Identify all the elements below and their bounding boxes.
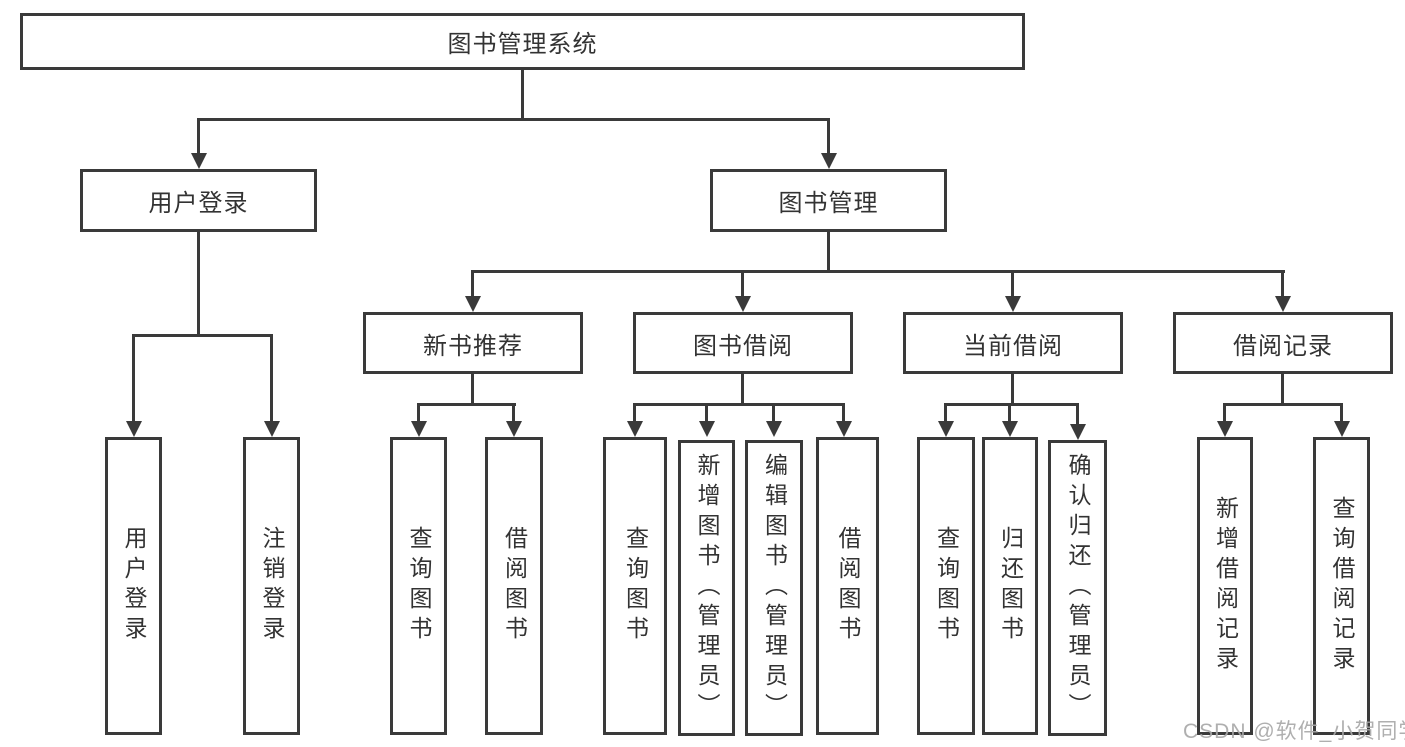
node-borrow-record-label: 借阅记录 (1233, 332, 1333, 360)
arrow-borrow-record-leaf-2 (1340, 405, 1343, 421)
arrow-to-user-login (197, 120, 200, 153)
node-user-login-label: 用户登录 (148, 190, 249, 217)
arrow-to-book-management (827, 120, 830, 153)
node-root: 图书管理系统 (20, 13, 1025, 70)
leaf-query-borrow-record-label: 查询借阅记录 (1329, 496, 1355, 676)
leaf-edit-book-admin-label: 编辑图书（管理员） (761, 453, 788, 723)
connector-borrow-record-stem (1281, 374, 1284, 405)
leaf-add-book-admin: 新增图书（管理员） (678, 440, 735, 736)
leaf-borrow-book-1: 借阅图书 (485, 437, 543, 735)
node-root-label: 图书管理系统 (447, 31, 598, 58)
leaf-user-login: 用户登录 (105, 437, 162, 735)
arrow-current-borrow-leaf-3 (1076, 405, 1079, 424)
leaf-logout: 注销登录 (243, 437, 300, 735)
arrow-book-borrow-leaf-1 (633, 405, 636, 421)
node-current-borrow-label: 当前借阅 (963, 332, 1063, 360)
connector-book-borrow-branch (633, 403, 845, 406)
leaf-add-borrow-record: 新增借阅记录 (1197, 437, 1253, 735)
node-book-borrow-label: 图书借阅 (693, 332, 793, 360)
connector-user-login-stem (197, 232, 200, 336)
leaf-user-login-label: 用户登录 (121, 526, 147, 646)
node-user-login: 用户登录 (80, 169, 317, 232)
arrow-to-current-borrow (1011, 272, 1014, 296)
leaf-query-book-2: 查询图书 (603, 437, 667, 735)
node-book-borrow: 图书借阅 (633, 312, 853, 374)
connector-root-branch (197, 118, 830, 121)
arrow-book-borrow-leaf-3 (772, 405, 775, 421)
arrow-to-borrow-record (1281, 272, 1284, 296)
leaf-query-book-2-label: 查询图书 (622, 526, 649, 646)
connector-book-management-stem (827, 232, 830, 272)
leaf-edit-book-admin: 编辑图书（管理员） (745, 440, 803, 736)
arrow-to-leaf-logout (270, 336, 273, 421)
leaf-return-book: 归还图书 (982, 437, 1038, 735)
leaf-borrow-book-1-label: 借阅图书 (501, 526, 528, 646)
leaf-return-book-label: 归还图书 (997, 526, 1024, 646)
leaf-borrow-book-2-label: 借阅图书 (835, 526, 861, 646)
arrow-to-new-book (471, 272, 474, 296)
arrow-to-leaf-login (132, 336, 135, 421)
node-new-book-recommend-label: 新书推荐 (423, 332, 523, 360)
leaf-query-book-3: 查询图书 (917, 437, 975, 735)
leaf-logout-label: 注销登录 (259, 526, 285, 646)
arrow-book-borrow-leaf-2 (705, 405, 708, 421)
leaf-borrow-book-2: 借阅图书 (816, 437, 879, 735)
node-new-book-recommend: 新书推荐 (363, 312, 583, 374)
leaf-add-book-admin-label: 新增图书（管理员） (694, 453, 720, 723)
arrow-new-book-leaf-2 (512, 405, 515, 421)
csdn-watermark: CSDN @软件_小贺同学 (1183, 720, 1405, 743)
connector-book-borrow-stem (741, 374, 744, 405)
node-borrow-record: 借阅记录 (1173, 312, 1393, 374)
connector-new-book-branch (417, 403, 516, 406)
connector-new-book-stem (471, 374, 474, 405)
arrow-current-borrow-leaf-2 (1008, 405, 1011, 421)
leaf-query-borrow-record: 查询借阅记录 (1313, 437, 1370, 735)
arrow-book-borrow-leaf-4 (842, 405, 845, 421)
leaf-query-book-1: 查询图书 (390, 437, 447, 735)
connector-user-login-branch (132, 334, 273, 337)
leaf-confirm-return-admin-label: 确认归还（管理员） (1065, 453, 1091, 723)
node-book-management: 图书管理 (710, 169, 947, 232)
leaf-query-book-1-label: 查询图书 (406, 526, 432, 646)
leaf-add-borrow-record-label: 新增借阅记录 (1212, 496, 1239, 676)
connector-current-borrow-stem (1011, 374, 1014, 405)
node-book-management-label: 图书管理 (778, 190, 879, 217)
arrow-to-book-borrow (741, 272, 744, 296)
connector-current-borrow-branch (944, 403, 1079, 406)
connector-book-management-branch (471, 270, 1285, 273)
leaf-query-book-3-label: 查询图书 (933, 526, 960, 646)
node-current-borrow: 当前借阅 (903, 312, 1123, 374)
connector-borrow-record-branch (1223, 403, 1343, 406)
connector-root-stem (521, 70, 524, 120)
leaf-confirm-return-admin: 确认归还（管理员） (1048, 440, 1107, 736)
arrow-new-book-leaf-1 (417, 405, 420, 421)
arrow-current-borrow-leaf-1 (944, 405, 947, 421)
arrow-borrow-record-leaf-1 (1223, 405, 1226, 421)
